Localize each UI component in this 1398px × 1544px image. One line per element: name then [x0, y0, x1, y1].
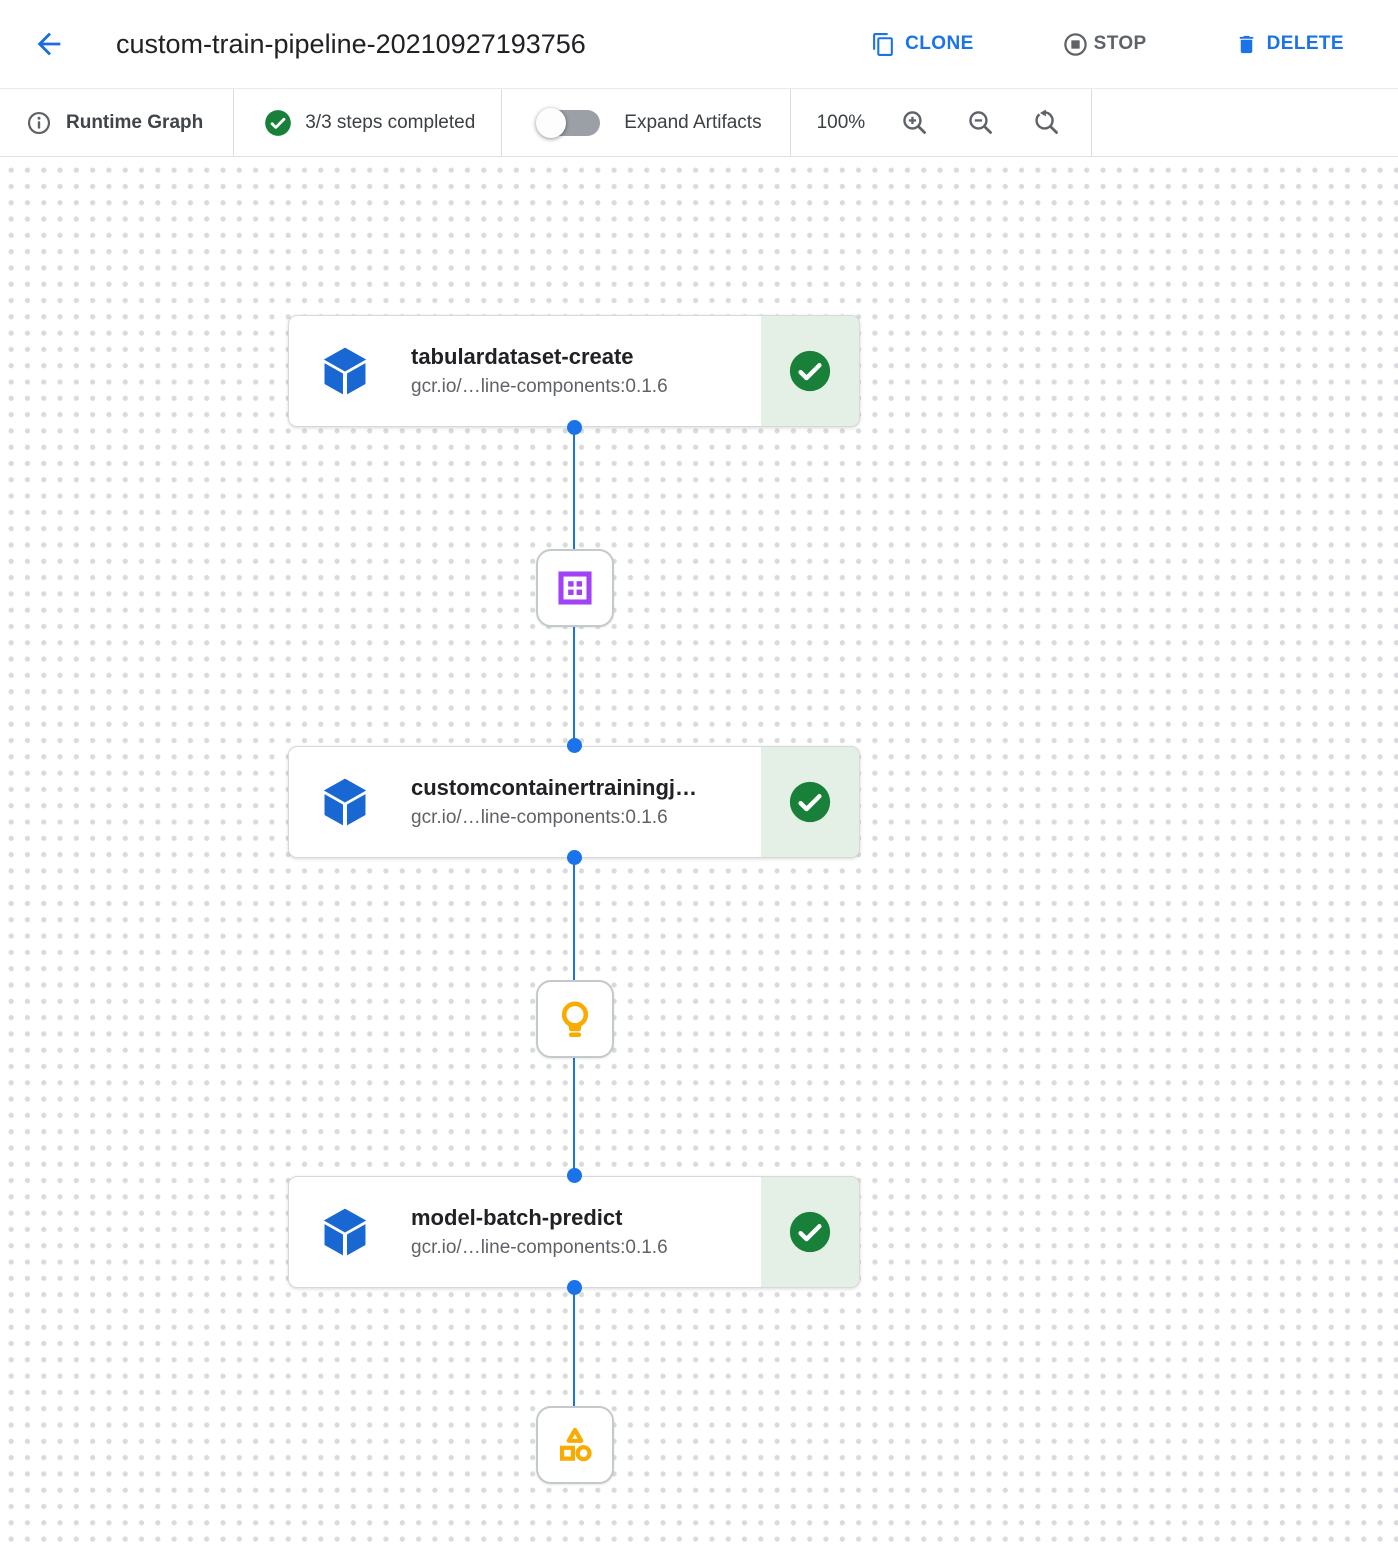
header: custom-train-pipeline-20210927193756 CLO… [0, 0, 1398, 89]
node-status-completed [761, 747, 859, 857]
toolbar-divider [1091, 89, 1093, 156]
zoom-level: 100% [816, 111, 866, 133]
expand-artifacts-toggle[interactable] [536, 107, 601, 138]
node-title: tabulardataset-create [411, 344, 634, 369]
delete-label: DELETE [1266, 33, 1344, 54]
zoom-out-button[interactable] [963, 106, 997, 140]
toolbar-divider [233, 89, 235, 156]
toolbar-divider [789, 89, 791, 156]
artifact-node-generic[interactable] [536, 1406, 614, 1484]
component-cube-icon [317, 1205, 373, 1259]
info-icon[interactable] [26, 110, 52, 136]
step-node-tabulardataset-create[interactable]: tabulardataset-create gcr.io/…line-compo… [288, 315, 860, 427]
node-text: model-batch-predict gcr.io/…line-compone… [411, 1205, 668, 1259]
clone-icon [873, 32, 894, 56]
zoom-in-icon [902, 111, 926, 134]
artifact-node-dataset[interactable] [536, 549, 614, 627]
input-port [567, 1168, 582, 1183]
steps-status-text: 3/3 steps completed [305, 111, 476, 133]
back-button[interactable] [28, 23, 70, 65]
stop-icon [1063, 32, 1087, 56]
stop-label: STOP [1093, 33, 1147, 54]
toggle-thumb [536, 107, 567, 138]
expand-artifacts-group: Expand Artifacts [502, 89, 789, 156]
output-port [567, 1280, 582, 1295]
back-arrow-icon [37, 32, 61, 56]
output-port [567, 420, 582, 435]
node-status-completed [761, 1177, 859, 1287]
clone-label: CLONE [905, 33, 974, 54]
step-node-customcontainertrainingjob[interactable]: customcontainertrainingj… gcr.io/…line-c… [288, 746, 860, 858]
component-cube-icon [317, 775, 373, 829]
page-title: custom-train-pipeline-20210927193756 [116, 28, 586, 59]
pipeline-graph-canvas[interactable]: tabulardataset-create gcr.io/…line-compo… [0, 157, 1398, 1543]
delete-icon [1239, 35, 1253, 53]
reset-zoom-button[interactable] [1029, 106, 1063, 140]
steps-status-group: 3/3 steps completed [234, 89, 501, 156]
steps-completed-check-icon [265, 109, 292, 136]
runtime-graph-label-group: Runtime Graph [0, 89, 233, 156]
node-subtitle: gcr.io/…line-components:0.1.6 [411, 1237, 668, 1258]
clone-button[interactable]: CLONE [871, 32, 974, 57]
success-check-icon [789, 350, 831, 392]
artifact-node-model[interactable] [536, 980, 614, 1058]
component-cube-icon [317, 344, 373, 398]
stop-button[interactable]: STOP [1062, 31, 1147, 58]
success-check-icon [789, 781, 831, 823]
model-icon [561, 1001, 589, 1038]
expand-artifacts-label: Expand Artifacts [624, 111, 762, 133]
node-status-completed [761, 316, 859, 426]
node-title: model-batch-predict [411, 1205, 623, 1230]
header-actions: CLONE STOP DELETE [871, 31, 1344, 58]
node-text: customcontainertrainingj… gcr.io/…line-c… [411, 775, 697, 829]
view-label: Runtime Graph [66, 111, 204, 133]
step-node-model-batch-predict[interactable]: model-batch-predict gcr.io/…line-compone… [288, 1176, 860, 1288]
zoom-in-button[interactable] [897, 106, 931, 140]
pipeline-edge [573, 427, 575, 1406]
node-subtitle: gcr.io/…line-components:0.1.6 [411, 807, 668, 828]
input-port [567, 738, 582, 753]
generic-artifact-icon [559, 1427, 592, 1462]
node-title: customcontainertrainingj… [411, 775, 698, 800]
output-port [567, 850, 582, 865]
node-text: tabulardataset-create gcr.io/…line-compo… [411, 344, 668, 398]
zoom-out-icon [968, 111, 992, 134]
toolbar-divider [501, 89, 503, 156]
reset-zoom-icon [1035, 109, 1058, 134]
zoom-controls-group: 100% [791, 89, 1092, 156]
success-check-icon [789, 1211, 831, 1253]
dataset-icon [558, 571, 592, 605]
node-subtitle: gcr.io/…line-components:0.1.6 [411, 376, 668, 397]
graph-toolbar: Runtime Graph 3/3 steps completed Expand… [0, 89, 1398, 157]
delete-button[interactable]: DELETE [1235, 32, 1344, 57]
